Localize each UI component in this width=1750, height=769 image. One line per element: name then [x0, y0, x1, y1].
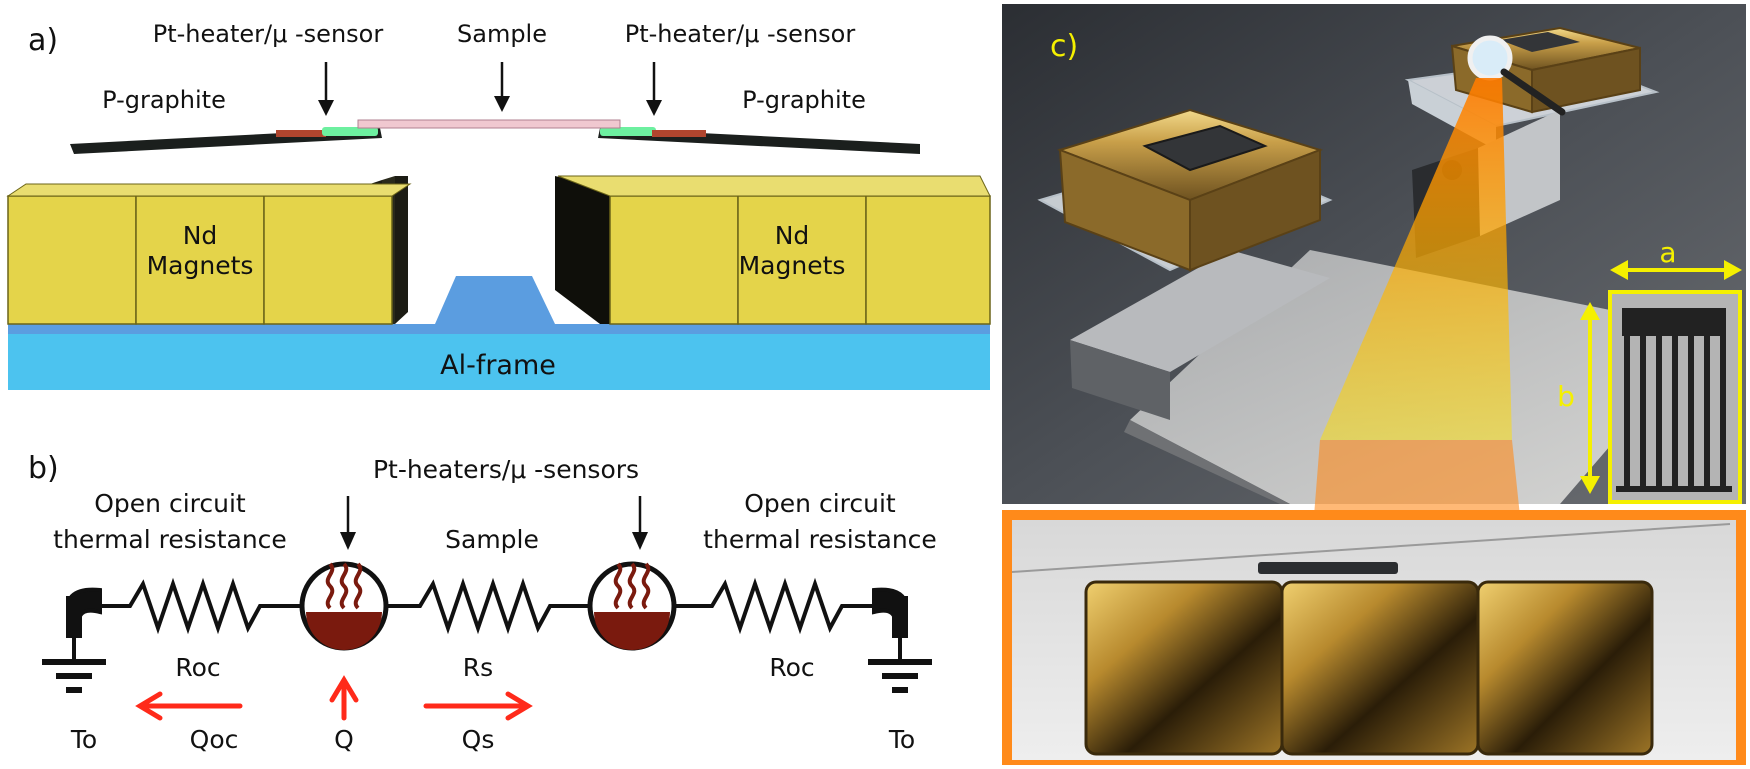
- sample-label-a: Sample: [457, 20, 547, 48]
- al-frame-label: Al-frame: [440, 350, 556, 381]
- sensor-inset: [1608, 290, 1742, 504]
- sensor-right-green: [600, 127, 656, 136]
- dim-b-label: b: [1557, 380, 1575, 413]
- sensor-left-green: [322, 127, 378, 136]
- heat-waves-left-icon: [325, 562, 363, 610]
- heater-right-red: [652, 130, 706, 137]
- p-graphite-right-label: P-graphite: [742, 86, 866, 114]
- pt-heater-left-label: Pt-heater/μ -sensor: [153, 20, 384, 48]
- ground-left-icon: [42, 587, 106, 693]
- dim-a-label: a: [1659, 236, 1676, 269]
- pt-heater-right-label: Pt-heater/μ -sensor: [625, 20, 856, 48]
- oc-left-line1: Open circuit: [94, 489, 246, 518]
- magnet-left-line2: Magnets: [147, 251, 254, 280]
- rail-left: [1070, 250, 1330, 372]
- ground-right-icon: [868, 587, 932, 693]
- resistor-rs: [388, 577, 588, 635]
- q-arrow-head: [329, 675, 359, 703]
- heater-left-red: [276, 130, 326, 137]
- to-right-label: To: [888, 725, 915, 754]
- sample-label-b: Sample: [445, 525, 539, 554]
- sensor-fingers: [1624, 336, 1726, 486]
- pointer-arrows-b: [340, 496, 648, 550]
- oc-right-line2: thermal resistance: [703, 525, 937, 554]
- panel-a-tag: a): [28, 23, 58, 58]
- magnet-right-line1: Nd: [775, 221, 810, 250]
- rail-left-side: [1070, 340, 1170, 420]
- roc-right-label: Roc: [769, 653, 814, 682]
- zoom-beam-lower: [1314, 440, 1520, 516]
- magnets-left: Nd Magnets: [6, 176, 412, 325]
- zoom-sample: [1258, 562, 1398, 574]
- oc-right-line1: Open circuit: [744, 489, 896, 518]
- heater-left: [299, 561, 389, 651]
- pointer-arrows-a: [318, 62, 662, 116]
- pt-heaters-label: Pt-heaters/μ -sensors: [373, 455, 639, 484]
- to-left-label: To: [70, 725, 97, 754]
- heat-flow-arrows: [135, 675, 533, 721]
- dimension-arrows: [1580, 260, 1742, 494]
- magnet-block-left: [1056, 108, 1324, 272]
- sample-holder-left: [1142, 124, 1268, 172]
- qs-arrow-head: [505, 691, 533, 721]
- resistor-roc-right: [676, 577, 875, 635]
- q-label: Q: [334, 725, 354, 754]
- heater-right: [587, 561, 677, 651]
- p-graphite-left-label: P-graphite: [102, 86, 226, 114]
- zoom-wire: [1011, 523, 1731, 573]
- base-plate-edge: [1124, 420, 1290, 504]
- qs-label: Qs: [462, 725, 495, 754]
- heat-waves-right-icon: [613, 562, 651, 610]
- panel-c-tag: c): [1050, 29, 1078, 64]
- panel-c: c) a b: [1002, 4, 1746, 765]
- circuit: [100, 577, 875, 635]
- zoom-magnets: [1084, 580, 1654, 756]
- magnet-left-line1: Nd: [183, 221, 218, 250]
- magnets-right: Nd Magnets: [555, 175, 991, 325]
- resistor-roc-left: [100, 577, 300, 635]
- panel-b-tag: b): [28, 451, 59, 486]
- magnet-right-line2: Magnets: [739, 251, 846, 280]
- qoc-label: Qoc: [190, 725, 239, 754]
- oc-left-line2: thermal resistance: [53, 525, 287, 554]
- rs-label: Rs: [463, 653, 493, 682]
- zoom-beam: [1320, 78, 1512, 440]
- sample-strip: [357, 119, 621, 129]
- panel-b: b) Pt-heaters/μ -sensors Open circuit th…: [28, 451, 937, 754]
- panel-a: a) Pt-heater/μ -sensor Sample Pt-heater/…: [6, 20, 991, 390]
- roc-left-label: Roc: [175, 653, 220, 682]
- al-frame: [8, 334, 990, 390]
- qoc-arrow-head: [135, 691, 163, 721]
